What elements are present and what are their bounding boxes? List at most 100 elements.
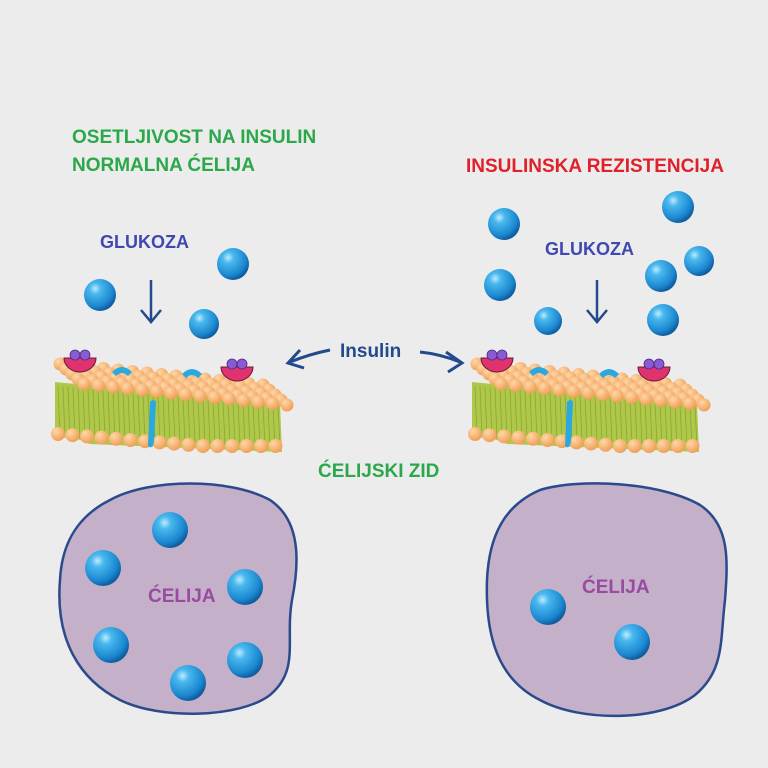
- cell-body-right: [485, 482, 728, 718]
- glucose-molecule-outside: [84, 279, 116, 311]
- lipid-head: [121, 382, 134, 395]
- lipid-head: [526, 431, 540, 446]
- lipid-head: [268, 439, 283, 453]
- lipid-head: [237, 394, 250, 407]
- glucose-molecule-inside: [85, 550, 121, 586]
- glucose-molecule-outside: [217, 248, 249, 280]
- right-title: INSULINSKA REZISTENCIJA: [466, 156, 724, 177]
- lipid-head: [540, 433, 555, 447]
- channel-protein: [182, 369, 202, 378]
- lipid-head: [196, 439, 210, 453]
- right-glucose-label: GLUKOZA: [545, 239, 634, 259]
- lipid-head: [509, 379, 522, 392]
- glucose-molecule-outside: [662, 191, 694, 223]
- lipid-head: [596, 388, 609, 401]
- glucose-molecule-outside: [484, 269, 516, 301]
- channel-protein: [148, 400, 156, 448]
- lipid-head: [538, 382, 551, 395]
- lipid-head: [656, 439, 671, 453]
- lipid-head: [280, 398, 294, 412]
- channel-protein: [565, 400, 573, 448]
- lipid-head: [65, 428, 80, 443]
- lipid-head: [497, 429, 511, 444]
- lipid-head: [642, 439, 656, 453]
- lipid-head: [77, 377, 91, 391]
- receptor-subunit: [653, 358, 665, 370]
- glucose-molecule-inside: [614, 624, 650, 660]
- lipid-head: [193, 389, 207, 403]
- lipid-head: [135, 383, 149, 397]
- receptor-subunit: [643, 358, 655, 370]
- lipid-head: [685, 439, 700, 453]
- lipid-head: [683, 397, 696, 410]
- cell-wall-label: ĆELIJSKI ZID: [318, 461, 440, 482]
- channel-protein: [112, 367, 132, 376]
- lipid-head: [598, 437, 613, 452]
- lipid-head: [51, 427, 65, 441]
- left-glucose-arrow: [140, 280, 162, 324]
- glucose-molecule-inside: [227, 569, 263, 605]
- receptor-subunit: [236, 358, 248, 370]
- lipid-head: [266, 397, 279, 410]
- lipid-head: [552, 383, 566, 397]
- lipid-head: [222, 392, 236, 406]
- lipid-head: [610, 389, 624, 403]
- lipid-head: [225, 439, 239, 453]
- receptor-subunit: [496, 349, 508, 361]
- glucose-molecule-inside: [170, 665, 206, 701]
- lipid-head: [613, 439, 627, 453]
- left-cell-label: ĆELIJA: [148, 586, 216, 607]
- lipid-head: [567, 385, 580, 398]
- lipid-head: [239, 439, 254, 453]
- lipid-head: [92, 379, 105, 392]
- lipid-head: [654, 394, 667, 407]
- insulin-receptor: [220, 366, 254, 382]
- lipid-head: [254, 439, 268, 453]
- glucose-molecule-inside: [93, 627, 129, 663]
- lipid-head: [639, 392, 653, 406]
- lipid-head: [671, 439, 685, 453]
- lipid-head: [581, 386, 595, 400]
- receptor-subunit: [486, 349, 498, 361]
- glucose-molecule-outside: [647, 304, 679, 336]
- lipid-head: [468, 427, 482, 441]
- lipid-head: [584, 436, 598, 451]
- lipid-head: [625, 391, 638, 404]
- glucose-molecule-inside: [227, 642, 263, 678]
- insulin-receptor: [63, 357, 97, 373]
- lipid-head: [164, 386, 178, 400]
- channel-protein: [529, 367, 549, 376]
- lipid-head: [179, 388, 192, 401]
- glucose-molecule-outside: [534, 307, 562, 335]
- lipid-head: [569, 435, 584, 450]
- right-glucose-arrow: [586, 280, 608, 324]
- lipid-head: [109, 431, 123, 446]
- cell-membrane-left: [51, 349, 294, 453]
- lipid-head: [167, 436, 181, 451]
- left-title-line1: OSETLJIVOST NA INSULIN: [72, 127, 317, 148]
- lipid-head: [123, 433, 138, 447]
- receptor-subunit: [226, 358, 238, 370]
- cell-membrane-right: [468, 349, 711, 453]
- glucose-molecule-inside: [530, 589, 566, 625]
- glucose-molecule-inside: [152, 512, 188, 548]
- glucose-molecule-outside: [684, 246, 714, 276]
- insulin-arrow-left: [285, 348, 331, 370]
- lipid-head: [210, 439, 225, 453]
- right-cell-label: ĆELIJA: [582, 577, 650, 598]
- lipid-head: [208, 391, 221, 404]
- insulin-arrow-right: [419, 350, 465, 374]
- insulin-label: Insulin: [340, 341, 402, 362]
- lipid-head: [511, 430, 526, 445]
- receptor-subunit: [69, 349, 81, 361]
- lipid-head: [150, 385, 163, 398]
- receptor-subunit: [79, 349, 91, 361]
- lipid-head: [494, 377, 508, 391]
- lipid-head: [668, 395, 682, 409]
- lipid-head: [523, 380, 537, 394]
- channel-protein: [599, 369, 619, 378]
- insulin-receptor: [480, 357, 514, 373]
- left-glucose-label: GLUKOZA: [100, 232, 189, 252]
- lipid-head: [94, 430, 109, 445]
